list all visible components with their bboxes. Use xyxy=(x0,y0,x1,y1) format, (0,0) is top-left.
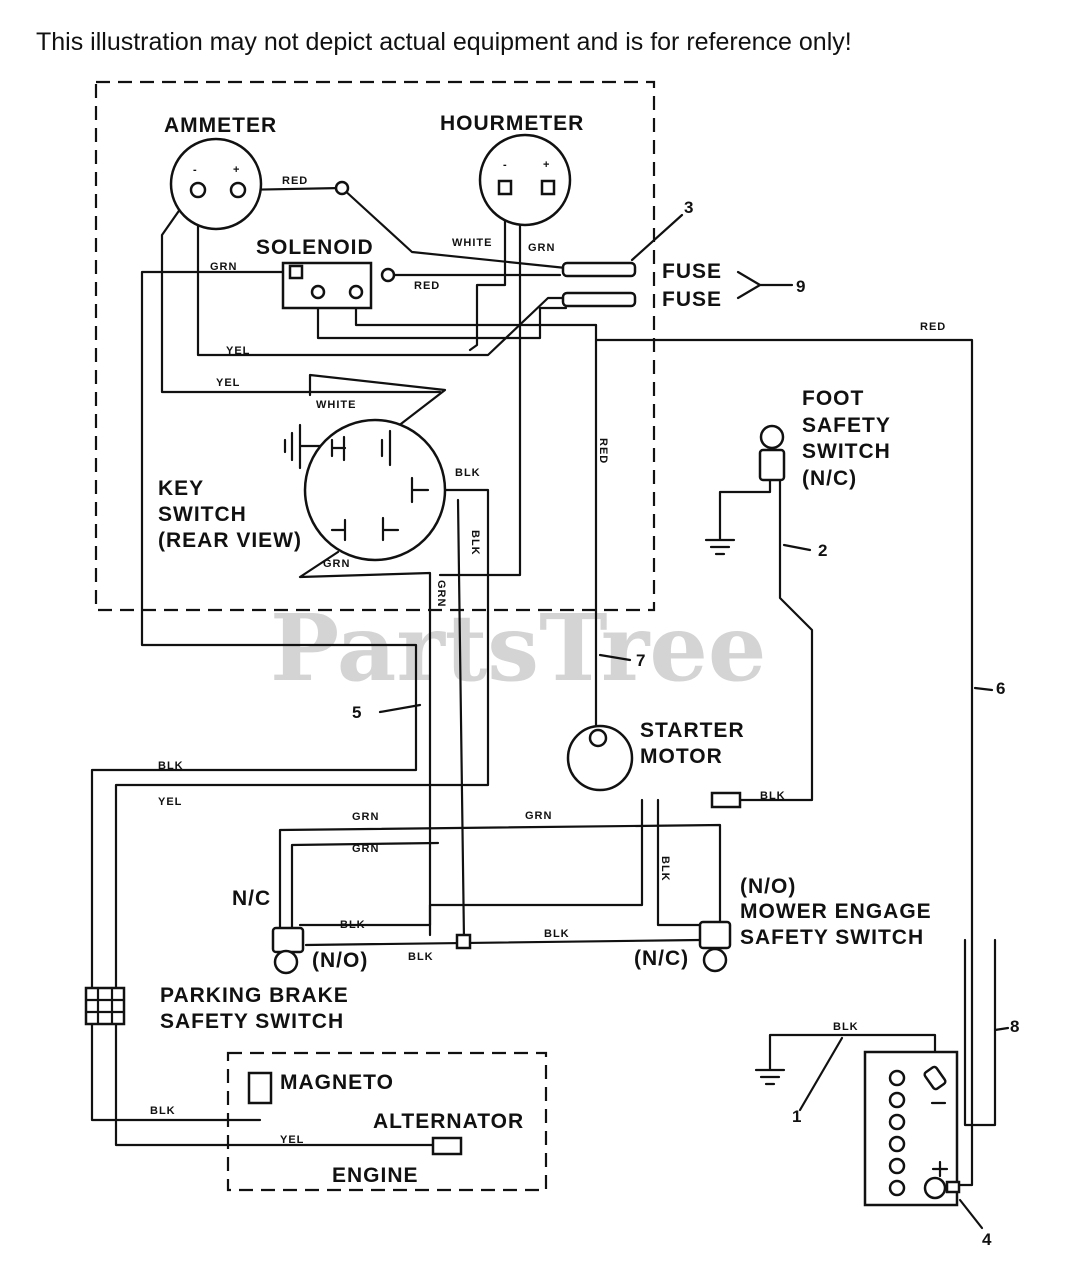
ammeter: - + xyxy=(169,137,263,231)
battery xyxy=(863,1050,961,1207)
engine-label: ENGINE xyxy=(332,1164,419,1187)
svg-text:GRN: GRN xyxy=(352,811,379,823)
svg-text:YEL: YEL xyxy=(226,345,250,357)
wires xyxy=(90,186,997,1187)
fuse-1 xyxy=(561,261,637,278)
hourmeter: - + xyxy=(478,133,572,227)
alternator-label: ALTERNATOR xyxy=(373,1110,524,1133)
svg-text:SWITCH: SWITCH xyxy=(802,440,891,463)
key-switch xyxy=(303,418,447,562)
svg-text:SWITCH: SWITCH xyxy=(158,503,247,526)
mower-engage-safety-switch xyxy=(698,920,732,973)
svg-text:GRN: GRN xyxy=(352,843,379,855)
svg-text:RED: RED xyxy=(282,175,308,187)
hourmeter-plus: + xyxy=(543,159,550,171)
svg-text:(N/O): (N/O) xyxy=(740,875,796,898)
solenoid xyxy=(281,261,396,310)
watermark: PartsTree xyxy=(270,594,766,702)
svg-text:4: 4 xyxy=(982,1230,992,1249)
svg-text:9: 9 xyxy=(796,277,805,296)
magneto xyxy=(247,1071,273,1105)
svg-text:RED: RED xyxy=(414,280,440,292)
svg-text:BLK: BLK xyxy=(150,1105,176,1117)
svg-text:GRN: GRN xyxy=(323,558,350,570)
red-junction xyxy=(334,180,350,196)
parking-brake-label: PARKING BRAKE SAFETY SWITCH xyxy=(160,984,349,1033)
svg-text:3: 3 xyxy=(684,198,693,217)
foot-safety-switch xyxy=(758,424,786,482)
magneto-label: MAGNETO xyxy=(280,1071,394,1094)
svg-text:WHITE: WHITE xyxy=(452,237,492,249)
svg-text:BLK: BLK xyxy=(408,951,434,963)
svg-text:BLK: BLK xyxy=(659,856,671,882)
starter-motor xyxy=(566,724,634,792)
fuse-2 xyxy=(561,291,637,308)
key-switch-label: KEY SWITCH (REAR VIEW) xyxy=(158,477,302,552)
svg-text:BLK: BLK xyxy=(544,928,570,940)
svg-text:BLK: BLK xyxy=(340,919,366,931)
svg-text:RED: RED xyxy=(920,321,946,333)
ammeter-minus: - xyxy=(193,164,198,176)
engine-box xyxy=(226,1051,548,1192)
ammeter-plus: + xyxy=(233,164,240,176)
svg-text:BLK: BLK xyxy=(760,790,786,802)
foot-safety-switch-label: FOOT SAFETY SWITCH (N/C) xyxy=(802,387,891,490)
disclaimer-note: This illustration may not depict actual … xyxy=(36,28,852,56)
svg-text:YEL: YEL xyxy=(216,377,240,389)
svg-text:MOTOR: MOTOR xyxy=(640,745,723,768)
svg-text:6: 6 xyxy=(996,679,1005,698)
svg-text:SAFETY SWITCH: SAFETY SWITCH xyxy=(160,1010,344,1033)
svg-text:BLK: BLK xyxy=(455,467,481,479)
hourmeter-label: HOURMETER xyxy=(440,112,584,135)
dashboard-panel-box xyxy=(94,80,656,612)
svg-text:RED: RED xyxy=(597,438,609,464)
hourmeter-minus: - xyxy=(503,159,508,171)
svg-text:2: 2 xyxy=(818,541,827,560)
svg-text:GRN: GRN xyxy=(210,261,237,273)
foot-switch-connector xyxy=(710,791,742,809)
svg-text:SAFETY SWITCH: SAFETY SWITCH xyxy=(740,926,924,949)
svg-text:1: 1 xyxy=(792,1107,801,1126)
harness-connector xyxy=(84,986,126,1026)
svg-text:BLK: BLK xyxy=(833,1021,859,1033)
svg-text:8: 8 xyxy=(1010,1017,1019,1036)
nc-label-2: (N/C) xyxy=(634,947,689,970)
blk-junction xyxy=(455,933,472,950)
svg-text:PARKING BRAKE: PARKING BRAKE xyxy=(160,984,349,1007)
alternator xyxy=(431,1136,463,1156)
no-label: (N/O) xyxy=(312,949,368,972)
svg-text:BLK: BLK xyxy=(158,760,184,772)
svg-text:SAFETY: SAFETY xyxy=(802,414,891,437)
fuse-1-label: FUSE xyxy=(662,260,722,283)
svg-text:YEL: YEL xyxy=(280,1134,304,1146)
svg-text:FOOT: FOOT xyxy=(802,387,864,410)
svg-text:WHITE: WHITE xyxy=(316,399,356,411)
starter-motor-label: STARTER MOTOR xyxy=(640,719,745,768)
callout-leaders xyxy=(378,213,1010,1230)
svg-text:MOWER ENGAGE: MOWER ENGAGE xyxy=(740,900,932,923)
wire-color-labels: RED WHITE GRN GRN RED YEL YEL RED WHITE … xyxy=(150,175,946,1146)
parking-brake-switch-nc xyxy=(271,926,305,975)
svg-text:7: 7 xyxy=(636,651,645,670)
svg-text:GRN: GRN xyxy=(525,810,552,822)
nc-label: N/C xyxy=(232,887,271,910)
svg-text:(REAR VIEW): (REAR VIEW) xyxy=(158,529,302,552)
callout-numbers: 1 2 3 4 5 6 7 8 9 xyxy=(352,198,1019,1249)
svg-text:(N/C): (N/C) xyxy=(802,467,857,490)
svg-text:KEY: KEY xyxy=(158,477,204,500)
ammeter-label: AMMETER xyxy=(164,114,277,137)
svg-text:BLK: BLK xyxy=(469,530,481,556)
svg-text:GRN: GRN xyxy=(528,242,555,254)
svg-text:GRN: GRN xyxy=(435,580,447,607)
solenoid-label: SOLENOID xyxy=(256,236,374,259)
svg-text:YEL: YEL xyxy=(158,796,182,808)
fuse-2-label: FUSE xyxy=(662,288,722,311)
mower-engage-label: (N/O) MOWER ENGAGE SAFETY SWITCH xyxy=(740,875,932,949)
svg-text:STARTER: STARTER xyxy=(640,719,745,742)
svg-text:5: 5 xyxy=(352,703,361,722)
